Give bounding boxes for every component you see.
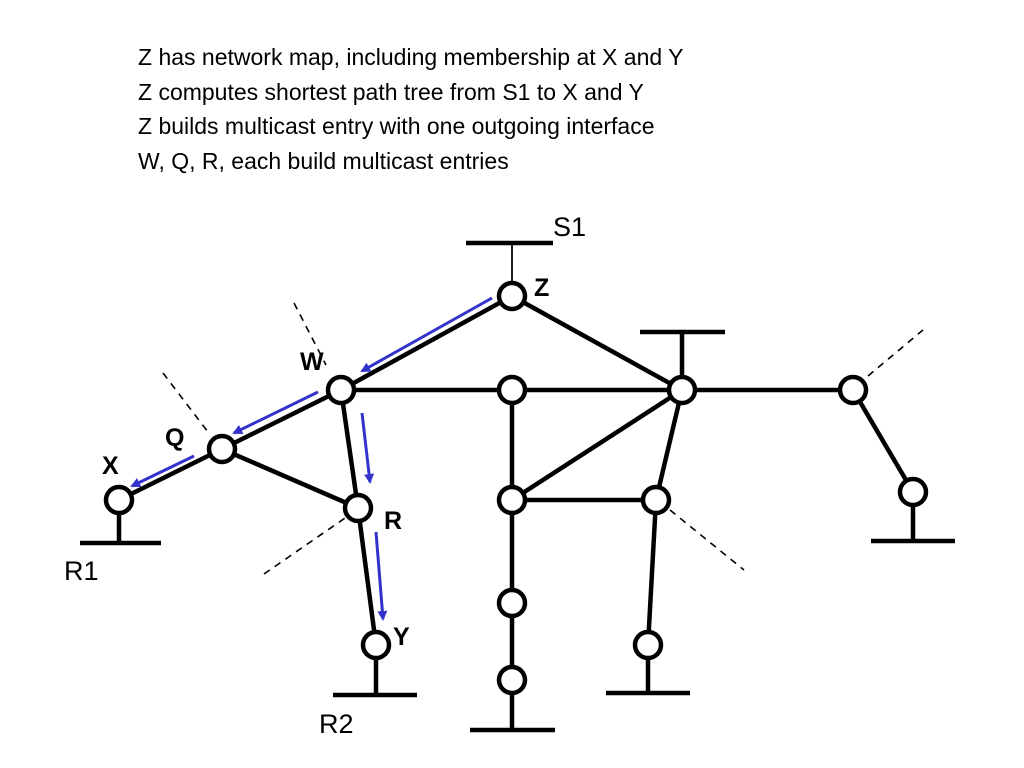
- node-x: [103, 484, 135, 516]
- node-d: [496, 484, 528, 516]
- link-e-h: [645, 499, 659, 646]
- label-z: Z: [534, 274, 549, 302]
- arrow-q-to-x: [130, 454, 195, 488]
- arrow-w-to-r: [360, 412, 375, 484]
- link-q-x: [118, 446, 223, 503]
- arrow-w-to-q: [232, 390, 319, 435]
- node-a: [666, 374, 698, 406]
- label-w: W: [300, 348, 324, 376]
- link-q-r: [221, 446, 359, 511]
- label-r2: R2: [319, 709, 354, 739]
- dashed-line-right-mid: [669, 509, 745, 571]
- link-c-i: [851, 388, 915, 494]
- arrow-r-to-y: [374, 531, 388, 621]
- label-q: Q: [165, 424, 184, 452]
- node-e: [640, 484, 672, 516]
- node-c: [837, 374, 869, 406]
- node-w: [325, 374, 357, 406]
- dashed-line-r: [263, 515, 349, 575]
- link-d-a: [510, 388, 684, 502]
- arrow-z-to-w: [360, 296, 493, 373]
- node-z: [496, 280, 528, 312]
- nodes: [103, 280, 929, 696]
- label-y: Y: [393, 623, 410, 651]
- link-w-q: [221, 387, 342, 452]
- link-w-r: [338, 389, 361, 509]
- node-b: [496, 374, 528, 406]
- dashed-line-w: [293, 302, 327, 366]
- dashed-boundaries: [162, 302, 924, 575]
- node-f: [496, 587, 528, 619]
- link-z-a: [510, 294, 684, 392]
- caption-line-1: Z has network map, including membership …: [138, 44, 684, 70]
- label-r1: R1: [64, 556, 99, 586]
- multicast-arrows: [130, 296, 493, 621]
- link-e-a: [653, 389, 685, 501]
- link-r-y: [355, 507, 379, 646]
- label-r: R: [384, 507, 402, 535]
- node-y: [360, 629, 392, 661]
- caption-line-4: W, Q, R, each build multicast entries: [138, 147, 509, 174]
- caption: Z has network map, including membership …: [138, 40, 683, 178]
- label-s1: S1: [553, 212, 586, 242]
- node-h: [632, 629, 664, 661]
- node-i: [897, 476, 929, 508]
- node-r: [342, 492, 374, 524]
- dashed-line-far-right: [867, 329, 924, 377]
- node-g: [496, 664, 528, 696]
- caption-line-2: Z computes shortest path tree from S1 to…: [138, 78, 644, 105]
- label-x: X: [102, 452, 119, 480]
- node-q: [206, 433, 238, 465]
- caption-line-3: Z builds multicast entry with one outgoi…: [138, 113, 655, 139]
- link-z-w: [339, 294, 514, 392]
